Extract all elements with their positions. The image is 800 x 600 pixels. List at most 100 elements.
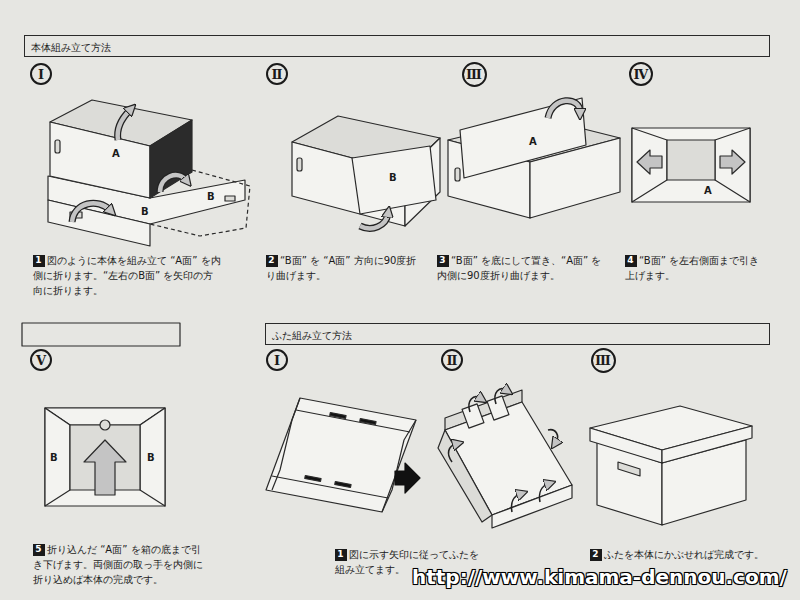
empty-band: [22, 323, 180, 346]
lid-step2-figure-part: [462, 404, 484, 428]
step-caption: 図のように本体を組み立て “A面” を内側に折ります。“左右のB面” を矢印の方…: [33, 253, 223, 298]
flow-arrow-part: [395, 463, 420, 493]
step1-figure-part: [225, 196, 235, 201]
step1-figure-part: [50, 122, 150, 198]
lid-step1-figure-part: [335, 481, 351, 487]
step-number: Ⅱ: [447, 354, 458, 367]
panel-letter: B: [49, 452, 59, 464]
step4-figure: [632, 128, 750, 202]
panel-letter: B: [388, 172, 398, 184]
step-numeral: Ⅱ: [441, 349, 463, 371]
step-number: Ⅲ: [595, 354, 611, 367]
lid-step2-figure-part: [449, 444, 456, 462]
step-number: Ⅰ: [38, 68, 44, 81]
lid-step2-figure-part: [539, 484, 548, 502]
step-badge: 2: [590, 549, 602, 561]
section-band: 本体組み立て方法: [24, 35, 770, 57]
step-numeral: Ⅱ: [266, 63, 288, 85]
step1-figure-part: [160, 175, 186, 192]
lid-step3-figure-part: [662, 426, 752, 463]
badge-number: 2: [592, 550, 598, 559]
step5-figure-part: [84, 440, 126, 495]
lid-step1-figure-part: [360, 418, 376, 424]
step-numeral: Ⅰ: [30, 63, 52, 85]
lid-step2-figure-part: [492, 485, 572, 528]
lid-step1-figure-part: [330, 412, 346, 418]
step3-figure-part: [548, 101, 580, 118]
lid-step3-figure: [590, 406, 752, 525]
step-badge: 3: [437, 255, 449, 267]
step-number: Ⅳ: [634, 68, 649, 81]
lid-step2-figure-part: [469, 397, 480, 412]
panel-letter: B: [140, 206, 150, 218]
step-caption: “B面” を “A面” 方向に90度折り曲げます。: [266, 253, 421, 283]
lid-step2-figure-part: [487, 396, 509, 420]
badge-number: 1: [337, 550, 343, 559]
step-caption: “B面” を底にして置き、“A面” を内側に90度折り曲げます。: [437, 253, 602, 283]
step5-figure-part: [140, 408, 165, 506]
step1-figure-part: [72, 203, 110, 222]
step5-figure-part: [100, 420, 110, 430]
step2-figure-part: [360, 214, 388, 228]
lid-step2-figure-part: [495, 389, 506, 404]
step4-figure-part: [632, 128, 750, 202]
badge-number: 5: [35, 545, 41, 554]
lid-step1-figure-part: [305, 475, 321, 481]
step1-figure-part: [160, 175, 186, 192]
step4-figure-part: [637, 150, 662, 174]
section-title: 本体組み立て方法: [25, 38, 117, 54]
step3-figure: [448, 98, 620, 218]
step1-figure-part: [118, 110, 130, 140]
lid-step2-figure: [438, 389, 572, 528]
step-caption: 折り込んだ “A面” を箱の底まで引き下げます。両側面の取っ手を内側に折り込めば…: [33, 542, 203, 587]
panel-letter: B: [206, 191, 216, 203]
step-number: Ⅰ: [274, 354, 280, 367]
panel-letter: A: [111, 148, 121, 160]
step-badge: 5: [33, 544, 45, 556]
lid-step3-figure-part: [590, 428, 662, 463]
panel-letter: A: [703, 185, 713, 197]
section-title: ふた組み立て方法: [266, 326, 358, 342]
step1-figure-part: [150, 120, 192, 198]
badge-number: 2: [268, 256, 274, 265]
step5-figure-part: [45, 408, 70, 506]
lid-step1-figure-part: [272, 476, 388, 498]
watermark: http://www.kimama-dennou.com/: [412, 566, 787, 588]
step1-figure-part: [150, 170, 250, 236]
step-badge: 2: [266, 255, 278, 267]
section-band: ふた組み立て方法: [265, 323, 770, 345]
step-numeral: Ⅲ: [591, 348, 616, 373]
step-number: Ⅲ: [466, 68, 482, 81]
step-numeral: Ⅲ: [462, 62, 487, 87]
step1-figure: [48, 100, 250, 246]
lid-step1-figure-part: [266, 398, 416, 512]
step4-figure-part: [715, 128, 750, 202]
badge-number: 4: [627, 256, 633, 265]
lid-step1-figure: [266, 398, 416, 512]
step3-figure-part: [460, 98, 586, 178]
step4-figure-part: [720, 150, 745, 174]
panel-letter: B: [146, 452, 156, 464]
lid-step1-figure-part: [296, 410, 410, 432]
step2-figure-part: [360, 214, 388, 228]
lid-step1-figure-part: [382, 420, 416, 512]
step2-figure-part: [352, 146, 436, 214]
step-badge: 1: [33, 255, 45, 267]
step2-figure: [292, 116, 440, 228]
step-number: Ⅴ: [36, 354, 46, 367]
step2-figure-part: [297, 158, 302, 171]
step1-figure-part: [55, 140, 60, 153]
empty-band-part: [22, 323, 180, 346]
step4-figure-part: [667, 140, 715, 180]
badge-number: 3: [439, 256, 445, 265]
step-numeral: Ⅰ: [266, 349, 288, 371]
step3-figure-part: [548, 101, 580, 118]
lid-step2-figure-part: [511, 494, 520, 512]
lid-step2-figure-part: [548, 430, 558, 442]
lid-step3-figure-part: [618, 462, 640, 476]
step5-figure-part: [45, 408, 165, 506]
lid-step1-figure-part: [272, 398, 300, 490]
